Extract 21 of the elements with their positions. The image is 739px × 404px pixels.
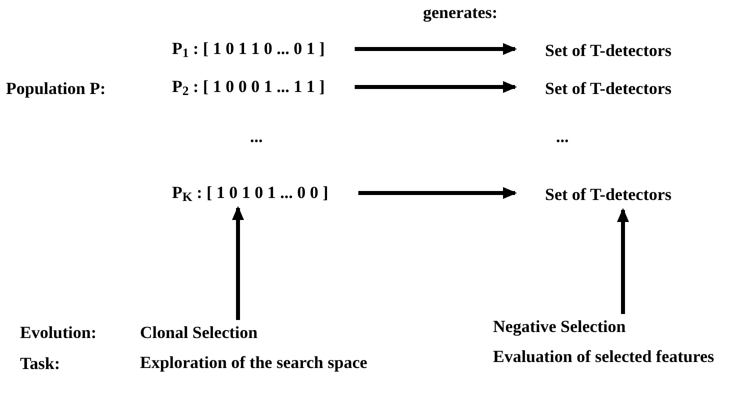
node-text: Exploration of the search space [140,352,368,374]
label-text: Population P: [6,78,106,100]
node-text: Set of T-detectors [545,40,672,62]
node-text: Negative Selection [493,316,627,338]
arrow [358,187,517,199]
arrow [232,206,244,320]
node-text: P$_{1}$ : [ 1 0 1 1 0 ... 0 1 ] [172,38,325,60]
label-text: Task: [20,353,60,375]
arrow [354,81,517,93]
node-text: Set of T-detectors [545,184,672,206]
node-text: Evaluation of selected features [493,346,716,368]
label-text: generates: [423,2,498,24]
node-text: Set of T-detectors [545,78,672,100]
label-text: ... [556,126,569,148]
arrow [617,208,629,314]
label-text: ... [250,126,263,148]
label-text: Evolution: [20,322,97,344]
node-text: P$_{K}$ : [ 1 0 1 0 1 ... 0 0 ] [172,182,328,204]
node-text: P$_{2}$ : [ 1 0 0 0 1 ... 1 1 ] [172,76,325,98]
arrow [354,43,517,55]
node-text: Clonal Selection [140,322,259,344]
